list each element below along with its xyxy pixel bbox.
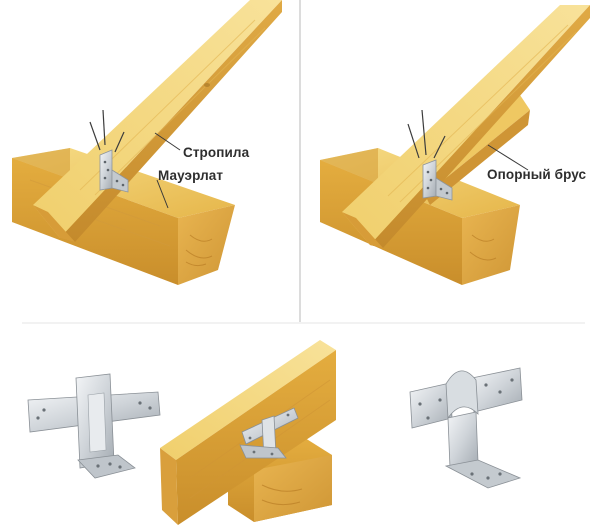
rafter-top-face-right — [342, 5, 590, 245]
mauerlat-label: Мауэрлат — [158, 168, 224, 183]
lower-beam-front-end — [462, 205, 520, 285]
support-beam-leader — [487, 144, 529, 171]
bracket-on-wood-assembly — [160, 340, 336, 525]
rafters-leader — [154, 132, 181, 151]
support-beam-label: Опорный брус — [487, 167, 587, 182]
rafter-top-face — [33, 0, 282, 238]
mauerlat-front-end — [178, 205, 235, 285]
z-bracket — [409, 367, 523, 489]
rafter-mauerlat-assembly — [12, 0, 282, 285]
angle-bracket-right — [422, 159, 437, 199]
rafter-end-face — [33, 205, 75, 242]
rafters-label: Стропила — [183, 145, 250, 160]
rafter-support-beam-assembly — [320, 5, 590, 285]
cross-bracket — [27, 373, 161, 479]
angle-bracket-left — [99, 149, 113, 191]
mauerlat-leader — [156, 179, 169, 209]
